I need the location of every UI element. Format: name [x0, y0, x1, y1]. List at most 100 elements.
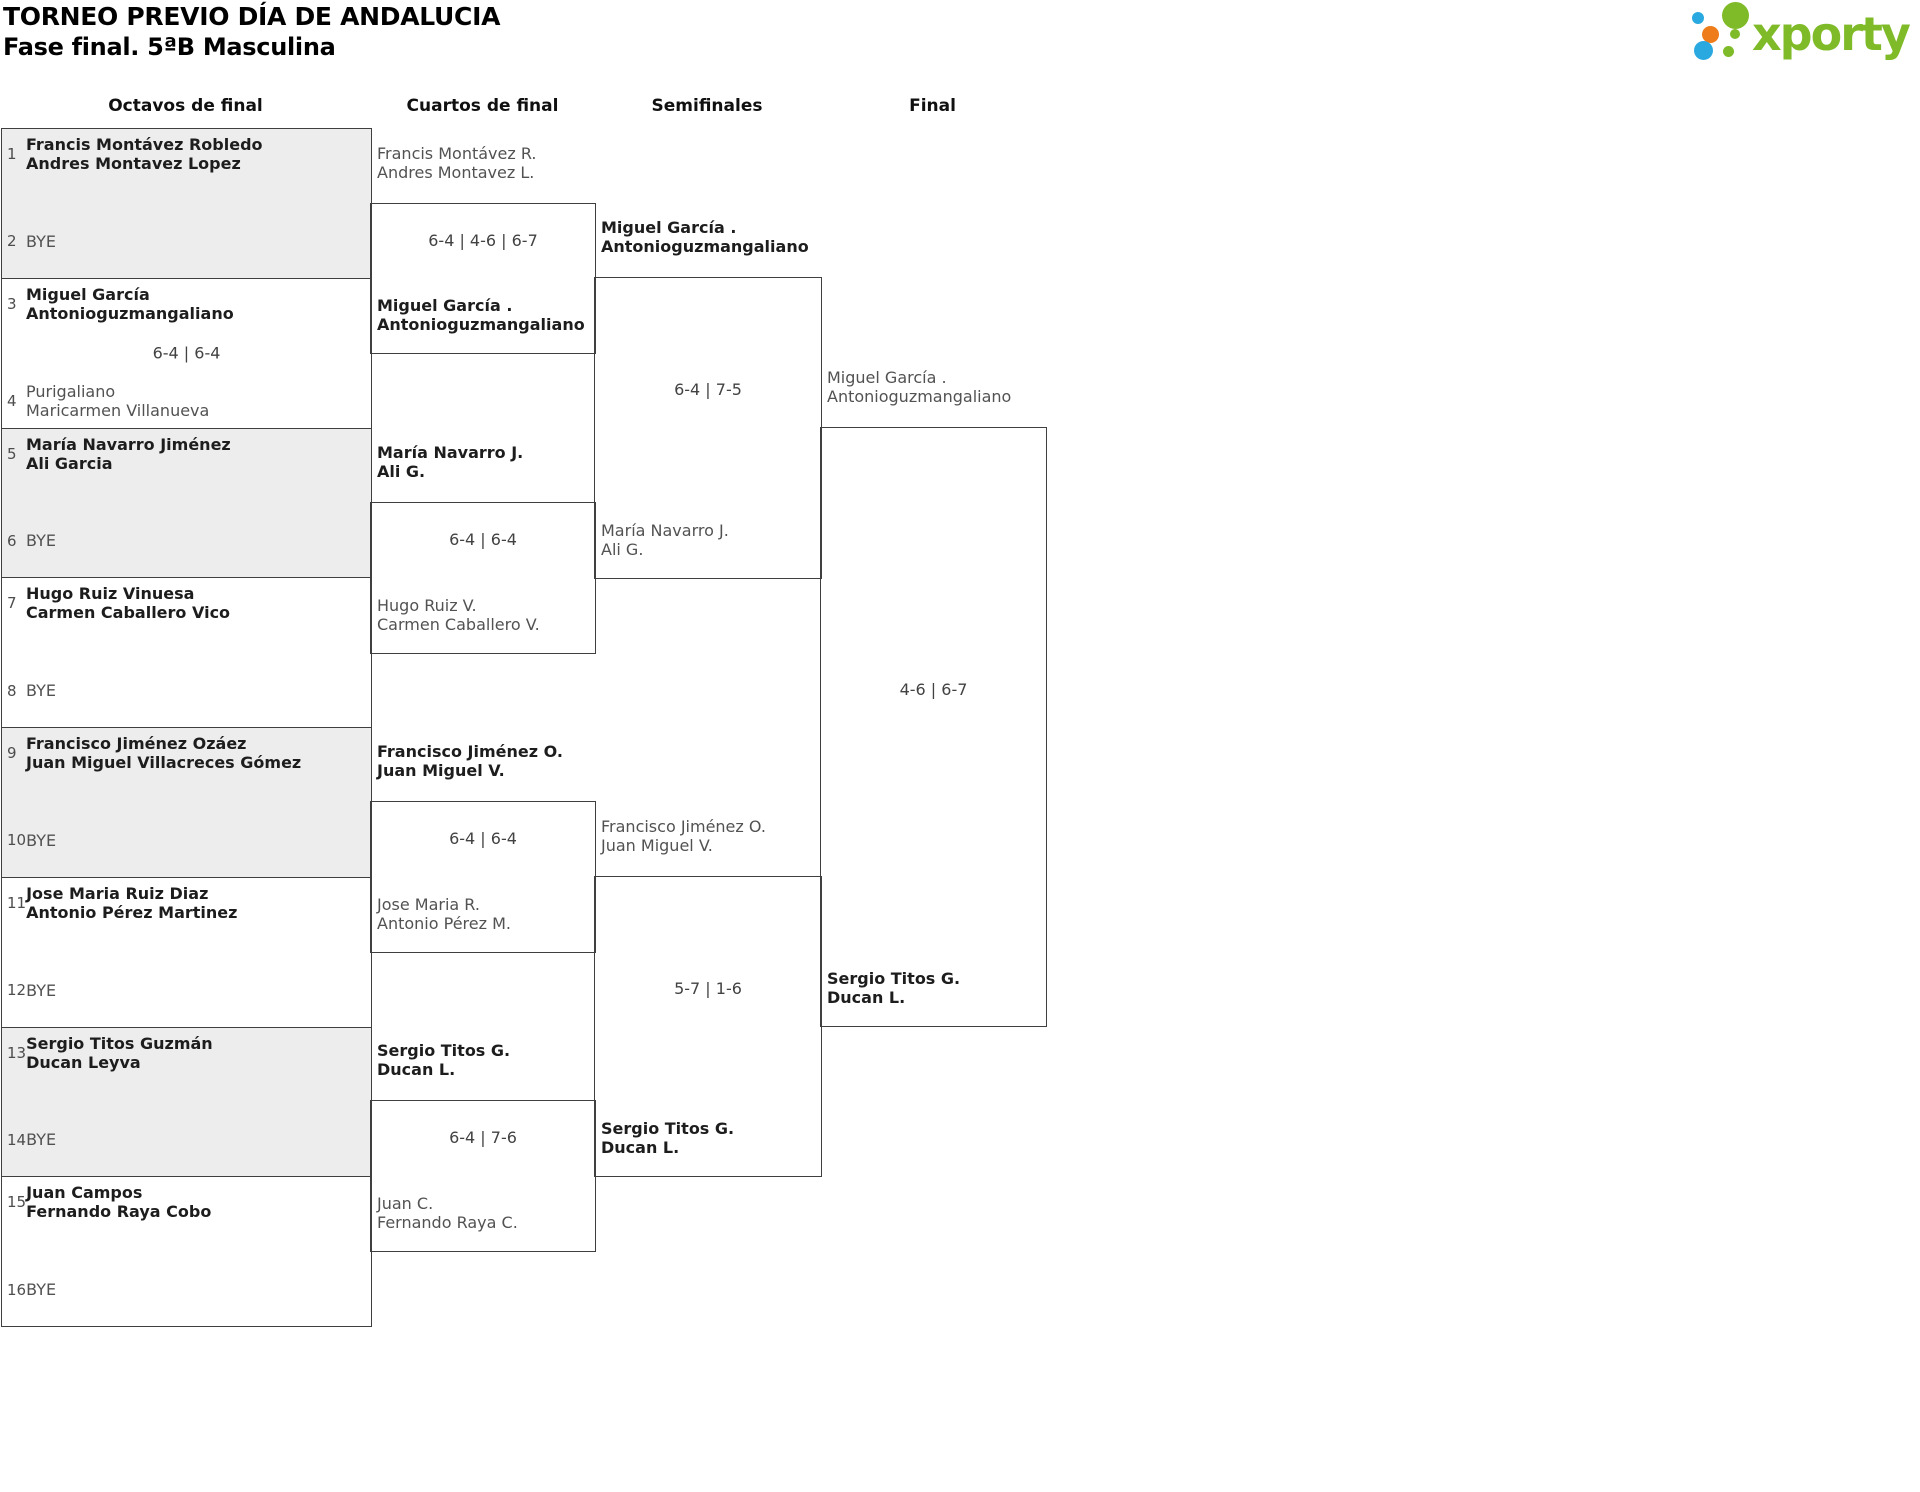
participant-name: Antonioguzmangaliano — [377, 315, 585, 334]
participant-name: Maricarmen Villanueva — [26, 400, 210, 420]
participant-name: Miguel García . — [601, 218, 737, 237]
participant-name: Ducan L. — [827, 988, 906, 1007]
logo-dot-green-small — [1730, 29, 1740, 39]
match-score: 6-4 | 7-6 — [449, 1128, 517, 1147]
participant-name: Fernando Raya Cobo — [26, 1202, 212, 1222]
participant-name: Sergio Titos G. — [601, 1119, 735, 1138]
qf-match-1: Francis Montávez R. Andres Montavez L. 6… — [370, 144, 596, 354]
participant-name: María Navarro Jiménez — [26, 434, 231, 454]
participant-name: Antonio Pérez Martinez — [26, 902, 238, 922]
participant: Miguel García . Antonioguzmangaliano — [601, 218, 809, 256]
participant-name: Sergio Titos G. — [377, 1041, 511, 1060]
participant-name: Carmen Caballero Vico — [26, 603, 231, 623]
participant-name: Ducan Leyva — [26, 1052, 141, 1072]
seed-number: 16 — [7, 1280, 27, 1299]
participant-name: Sergio Titos G. — [827, 969, 961, 988]
seed-number: 14 — [7, 1130, 27, 1149]
r16-match-7: 13 Sergio Titos Guzmán Ducan Leyva 14 BY… — [2, 1027, 371, 1178]
participant-name: Francisco Jiménez Ozáez — [26, 734, 247, 753]
participant: Francisco Jiménez O. Juan Miguel V. — [601, 817, 766, 855]
logo-dot-green-large — [1722, 2, 1749, 29]
participant-name: Andres Montavez Lopez — [26, 154, 241, 173]
participant-name: Jose Maria R. — [377, 895, 480, 914]
participant-name: Miguel García — [26, 284, 150, 304]
match-score: 6-4 | 6-4 — [152, 343, 221, 363]
participant-name: Hugo Ruiz V. — [377, 596, 477, 615]
participant: Sergio Titos G. Ducan L. — [601, 1119, 734, 1157]
round-header-octavos: Octavos de final — [108, 96, 263, 116]
participant-name: Antonio Pérez M. — [377, 914, 511, 933]
participant-name: Juan Miguel V. — [377, 761, 505, 780]
participant-name: BYE — [26, 830, 57, 850]
participant-name: BYE — [26, 1130, 57, 1150]
participant: María Navarro J. Ali G. — [601, 521, 729, 559]
seed-number: 13 — [7, 1043, 27, 1062]
participant-name: Carmen Caballero V. — [377, 615, 540, 634]
seed-number: 4 — [7, 391, 17, 410]
seed-number: 1 — [7, 145, 17, 163]
participant: Miguel García . Antonioguzmangaliano — [827, 368, 1011, 406]
r16-match-8: 15 Juan Campos Fernando Raya Cobo 16 BYE — [2, 1177, 371, 1326]
final-match: Miguel García . Antonioguzmangaliano 4-6… — [820, 368, 1047, 1027]
participant-name: BYE — [26, 231, 56, 251]
participant-name: María Navarro J. — [601, 521, 729, 540]
seed-number: 2 — [7, 232, 17, 251]
match-score: 5-7 | 1-6 — [674, 979, 742, 998]
participant-name: Sergio Titos Guzmán — [26, 1033, 213, 1053]
qf-match-2: María Navarro J. Ali G. 6-4 | 6-4 Hugo R… — [370, 443, 596, 654]
participant-name: María Navarro J. — [377, 443, 524, 462]
participant-name: BYE — [26, 681, 56, 700]
seed-number: 15 — [7, 1193, 27, 1212]
participant-name: Antonioguzmangaliano — [601, 237, 809, 256]
seed-number: 10 — [7, 831, 27, 850]
logo-dot-green-tiny — [1723, 46, 1734, 57]
participant: Juan C. Fernando Raya C. — [377, 1194, 518, 1232]
match-score: 6-4 | 6-4 — [449, 530, 517, 549]
seed-number: 5 — [7, 444, 17, 463]
participant-name: Miguel García . — [377, 296, 513, 315]
qf-match-4: Sergio Titos G. Ducan L. 6-4 | 7-6 Juan … — [370, 1041, 596, 1252]
participant-name: Ali G. — [601, 540, 644, 559]
participant-name: Ali G. — [377, 462, 426, 481]
participant: Sergio Titos G. Ducan L. — [827, 969, 960, 1007]
participant: Hugo Ruiz V. Carmen Caballero V. — [377, 596, 540, 634]
round-header-semifinales: Semifinales — [651, 96, 763, 116]
participant-name: Francis Montávez R. — [377, 144, 537, 163]
round-of-16-column: 1 Francis Montávez Robledo Andres Montav… — [1, 128, 372, 1327]
sf-match-1: Miguel García . Antonioguzmangaliano 6-4… — [594, 218, 822, 579]
participant: Miguel García . Antonioguzmangaliano — [377, 296, 585, 334]
participant: Francis Montávez R. Andres Montavez L. — [377, 144, 536, 182]
participant-name: Ducan L. — [601, 1138, 680, 1157]
sf-match-2: Francisco Jiménez O. Juan Miguel V. 5-7 … — [594, 817, 822, 1177]
participant-name: Ali Garcia — [26, 453, 113, 473]
participant: María Navarro J. Ali G. — [377, 443, 523, 481]
participant-name: Juan Miguel V. — [601, 836, 713, 855]
seed-number: 8 — [7, 681, 17, 700]
round-header-final: Final — [909, 96, 956, 116]
participant: Sergio Titos G. Ducan L. — [377, 1041, 510, 1079]
participant-name: Juan Campos — [26, 1183, 143, 1203]
xporty-logo: xporty — [1690, 2, 1920, 68]
participant-name: Purigaliano — [26, 381, 116, 401]
logo-dot-blue-large — [1694, 41, 1713, 60]
seed-number: 11 — [7, 893, 27, 912]
tournament-title: TORNEO PREVIO DÍA DE ANDALUCIA — [3, 2, 501, 31]
r16-match-5: 9 Francisco Jiménez Ozáez Juan Miguel Vi… — [2, 728, 371, 878]
participant: Jose Maria R. Antonio Pérez M. — [377, 895, 511, 933]
participant-name: Antonioguzmangaliano — [26, 303, 234, 323]
seed-number: 6 — [7, 531, 17, 550]
participant-name: BYE — [26, 1280, 57, 1299]
match-score: 4-6 | 6-7 — [899, 680, 968, 699]
participant-name: Antonioguzmangaliano — [827, 387, 1012, 406]
seed-number: 12 — [7, 981, 27, 999]
qf-match-3: Francisco Jiménez O. Juan Miguel V. 6-4 … — [370, 742, 596, 953]
participant-name: Ducan L. — [377, 1060, 456, 1079]
logo-wordmark: xporty — [1752, 7, 1911, 61]
seed-number: 7 — [7, 594, 17, 613]
participant-name: Francisco Jiménez O. — [377, 742, 563, 761]
r16-match-4: 7 Hugo Ruiz Vinuesa Carmen Caballero Vic… — [2, 578, 371, 728]
seed-number: 9 — [7, 744, 17, 762]
match-score: 6-4 | 4-6 | 6-7 — [428, 231, 538, 250]
match-score: 6-4 | 7-5 — [674, 380, 742, 399]
